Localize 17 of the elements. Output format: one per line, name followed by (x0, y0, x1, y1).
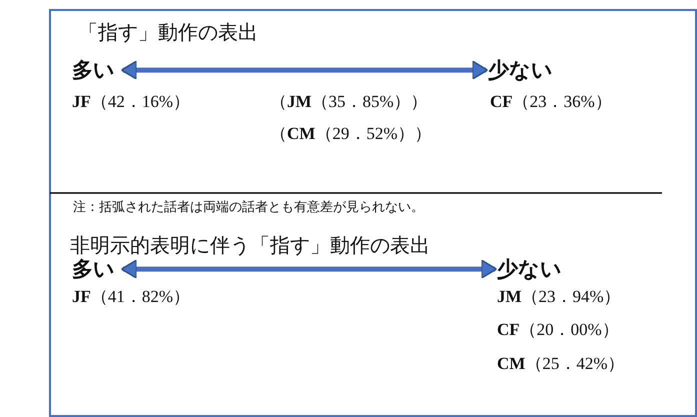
double-arrow (120, 259, 498, 279)
heading: 非明示的表明に伴う「指す」動作の表出 (70, 235, 430, 258)
scale-label: 多い (72, 257, 115, 282)
data-item: CF（20．00%） (497, 320, 619, 340)
double-arrow (120, 60, 488, 80)
data-item: CM（25．42%） (497, 354, 624, 374)
data-item: JF（42．16%） (72, 92, 190, 112)
data-item: （JM（35．85%）） (270, 92, 428, 112)
scale-label: 多い (72, 58, 115, 82)
note: 注：括弧された話者は両端の話者とも有意差が見られない。 (73, 200, 424, 215)
scale-label: 少ない (488, 58, 553, 82)
data-item: （CM（29．52%）） (270, 124, 432, 144)
scale-label: 少ない (497, 257, 562, 282)
data-item: JM（23．94%） (497, 287, 621, 307)
data-item: JF（41．82%） (72, 287, 190, 307)
data-item: CF（23．36%） (490, 92, 612, 112)
heading: 「指す」動作の表出 (78, 22, 258, 45)
